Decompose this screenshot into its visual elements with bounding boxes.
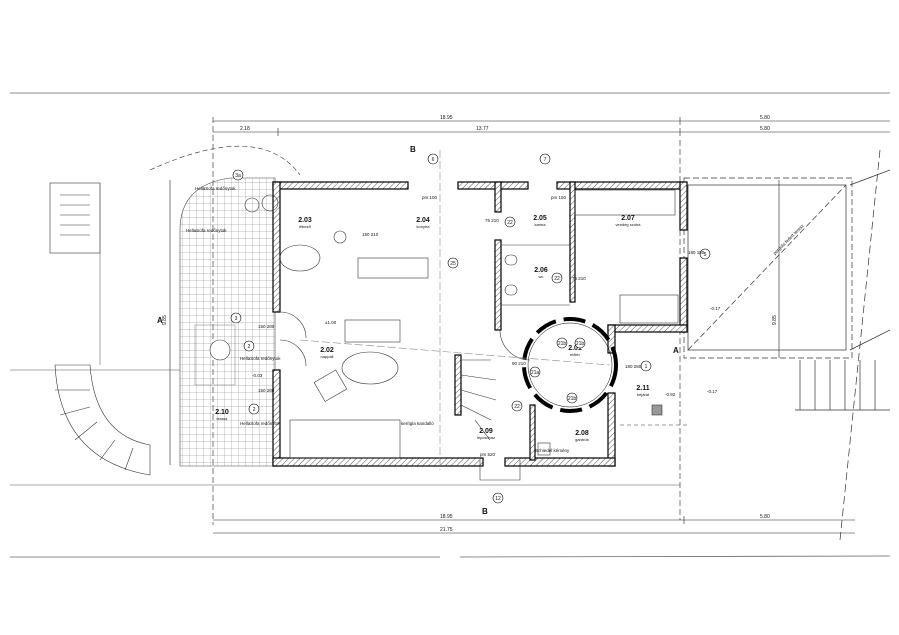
section-marker-a-right: A [673,346,679,355]
note-opening: 150 280 [258,388,275,393]
note-opening: 150 210 [362,232,379,237]
door-tag-labels: 1 2 2 3 3a 5 6 7 12 21a 21b 21b 21b 22 2… [235,157,707,502]
room-2-06: 2.06 [534,267,548,274]
door-tag: 2 [253,407,256,413]
door-tag: 21b [558,341,567,347]
door-tags [230,153,711,504]
door-tag: 25 [450,261,456,267]
covered-terrace [683,149,891,541]
door-tag: 6 [432,157,435,163]
room-2-11-name: bejárat [637,392,650,397]
room-2-11: 2.11 [636,385,649,392]
room-2-07-name: vendég szoba [616,222,642,227]
door-tag: 5 [704,252,707,258]
room-2-04: 2.04 [416,217,430,224]
note-opening: 150 280 [258,324,275,329]
section-marker-a-left: A [157,316,163,325]
door-tag: 12 [495,496,501,502]
annotations: HellaSofa redőnytok HellaSofa redőnytok … [186,186,721,457]
door-tag: 22 [507,220,513,226]
round-hall [522,317,618,413]
note-hella-3: HellaSofa redőnytok [240,356,281,361]
note-opening: 90 210 [512,361,526,366]
note-level-entry: -0.92 [665,392,676,397]
door-tag: 21b [568,396,577,402]
door-tag: 2 [248,344,251,350]
section-marker-b-bottom: B [482,507,488,516]
room-2-01-name: előtér [570,352,581,357]
note-opening: 180 180 [688,250,705,255]
note-level-right-2: -0.17 [707,389,718,394]
dim-bottom-b: 5.80 [760,514,770,520]
room-2-04-name: konyha [417,224,431,229]
door-tag: 3 [235,316,238,322]
dim-top-right: 5.80 [760,115,770,121]
dimension-lines [169,117,890,534]
dim-top-total: 18.95 [440,115,453,121]
dim-top-right2: 5.80 [760,126,770,132]
pergola-note: pergola fedett terasz [772,223,805,256]
door-tag: 22 [514,404,520,410]
note-opening: 75 210 [485,218,499,223]
room-labels: 2.01 előtér 2.02 nappali 2.03 étkező 2.0… [215,215,650,442]
dim-top-left: 2.18 [240,126,250,132]
note-level-terrace: -0.03 [252,373,263,378]
note-hella-2: HellaSofa redőnytok [186,228,227,233]
interior-details [244,150,690,481]
note-fireplace: kerítgla kandalló [401,421,434,426]
room-2-06-name: wc [539,274,544,279]
room-2-01: 2.01 [568,345,582,352]
dim-left-height: 9.85 [162,315,168,325]
dim-top-mid: 13.77 [476,126,489,132]
room-2-05: 2.05 [533,215,547,222]
room-2-03-name: étkező [299,224,312,229]
room-2-10: 2.10 [215,409,229,416]
room-2-08-name: gardrób [575,437,590,442]
note-level-right-1: -0.17 [710,306,721,311]
door-tag: 7 [544,157,547,163]
room-2-02-name: nappali [321,354,334,359]
note-pm520: pm 520 [480,452,496,457]
section-marker-b-top: B [410,145,416,154]
door-tag: 21b [576,341,585,347]
note-pm150: pm 150 [551,195,567,200]
door-tag: 22 [554,276,560,282]
room-2-08: 2.08 [575,430,589,437]
note-opening: 180 280 [625,364,642,369]
note-hella-4: HellaSofa redőnytok [240,421,281,426]
dim-right-height: 9.85 [772,315,778,325]
walls [272,181,688,467]
door-tag: 3a [235,173,241,179]
note-chimney: Schiedel kémény [535,448,570,453]
room-2-09-name: lépcsőház [477,435,495,440]
note-level-living: ±1.00 [325,320,337,325]
room-2-09: 2.09 [479,428,493,435]
room-2-02: 2.02 [320,347,334,354]
room-2-10-name: terasz [217,416,228,421]
dim-bottom-a: 18.95 [440,514,453,520]
sheet-border [10,92,891,558]
door-tag: 1 [645,364,648,370]
room-2-03: 2.03 [298,217,312,224]
exterior-stairs [10,145,680,486]
note-pm100: pm 100 [422,195,438,200]
note-hella-1: HellaSofa redőnytok [195,186,236,191]
door-tag: 21a [531,370,540,376]
dim-bottom-total: 21.75 [440,527,453,533]
note-opening: 75 210 [572,276,586,281]
room-2-05-name: kamra [534,222,546,227]
room-2-07: 2.07 [621,215,635,222]
